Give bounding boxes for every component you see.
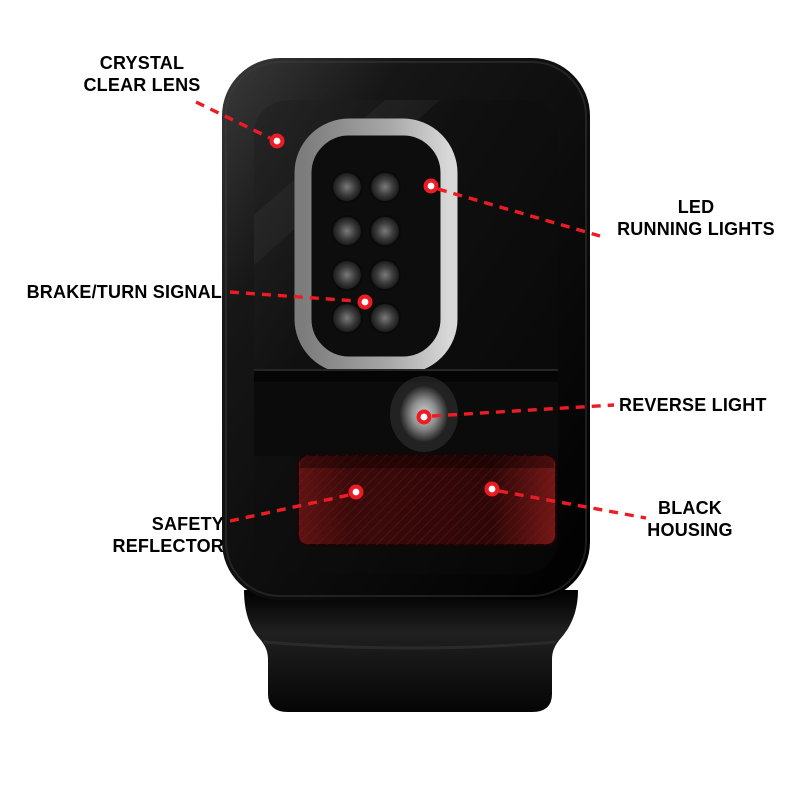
callout-label-led-running-lights: LED RUNNING LIGHTS: [617, 197, 775, 239]
callout-line-safety-reflector: [229, 493, 350, 523]
base-pedestal: [244, 590, 578, 712]
callout-line-brake-turn-signal: [229, 290, 358, 303]
callout-dot-safety-reflector: [348, 484, 364, 500]
callout-line-reverse-light: [431, 403, 615, 418]
callout-dot-brake-turn-signal: [357, 294, 373, 310]
callout-lines: [195, 100, 647, 523]
callout-line-led-running-lights: [437, 187, 601, 238]
callout-label-safety-reflector: SAFETY REFLECTOR: [112, 514, 224, 556]
callout-dot-crystal-clear-lens: [269, 133, 285, 149]
callout-dot-black-housing: [484, 481, 500, 497]
callout-label-reverse-light: REVERSE LIGHT: [619, 395, 767, 415]
brake-turn-led-cluster: [331, 171, 401, 334]
safety-reflector-strip: [297, 454, 557, 546]
callout-dot-led-running-lights: [423, 178, 439, 194]
callout-label-black-housing: BLACK HOUSING: [647, 498, 733, 540]
callout-dot-reverse-light: [416, 409, 432, 425]
callout-dots: [269, 133, 500, 500]
callout-label-crystal-clear-lens: CRYSTAL CLEAR LENS: [83, 53, 201, 95]
callout-label-brake-turn-signal: BRAKE/TURN SIGNAL: [26, 282, 222, 302]
housing-rim-highlight: [225, 61, 587, 597]
callout-line-crystal-clear-lens: [195, 100, 271, 140]
callout-line-black-housing: [498, 489, 647, 520]
lens-divider: [254, 370, 558, 382]
base-highlight: [263, 640, 557, 650]
